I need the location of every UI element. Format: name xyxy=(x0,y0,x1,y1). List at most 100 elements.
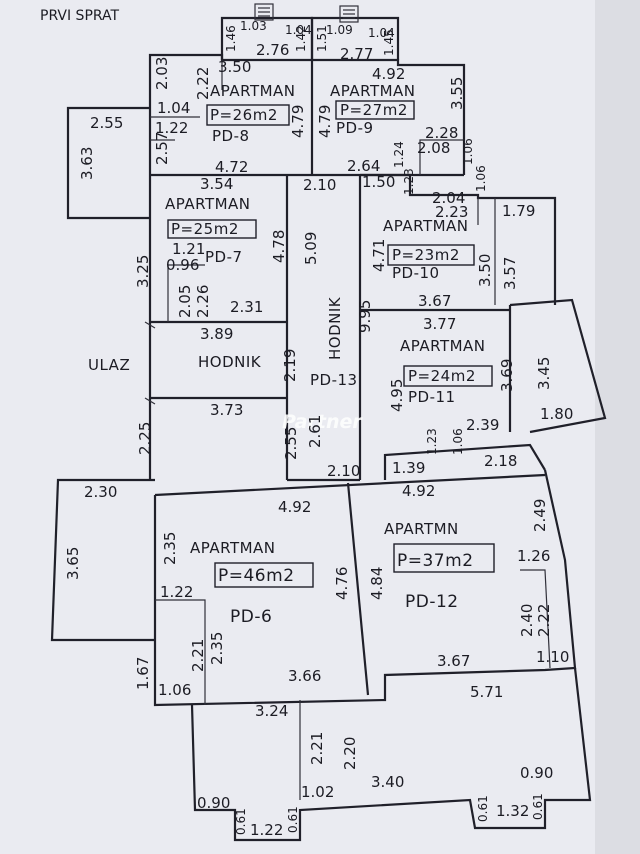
dim-label: 9.95 xyxy=(356,300,374,333)
area-pd8: P=26m2 xyxy=(210,106,278,124)
plan-title: PRVI SPRAT xyxy=(40,8,120,24)
area-box-pd9 xyxy=(335,100,415,120)
dim-label: 4.84 xyxy=(368,567,386,600)
room-label-pd12: APARTMN xyxy=(384,520,459,538)
dim-label: 2.49 xyxy=(531,499,549,532)
dim-label: 3.25 xyxy=(134,255,152,288)
room-label-pd6: APARTMAN xyxy=(190,539,276,557)
area-box-pd12 xyxy=(393,543,495,573)
dim-label: 1.22 xyxy=(160,583,193,601)
dim-label: 2.18 xyxy=(484,452,517,470)
dim-label: 1.04 xyxy=(368,26,395,40)
dim-label: 0.61 xyxy=(476,795,490,822)
area-pd12: P=37m2 xyxy=(397,551,474,571)
dim-label: 2.40 xyxy=(518,604,536,637)
dim-label: 4.72 xyxy=(215,158,248,176)
dim-label: 3.24 xyxy=(255,702,288,720)
area-pd7: P=25m2 xyxy=(171,220,239,238)
dim-label: 3.66 xyxy=(288,667,321,685)
dim-label: 1.22 xyxy=(155,119,188,137)
walls xyxy=(50,3,607,842)
dim-label: 1.04 xyxy=(285,23,312,37)
dim-label: 3.63 xyxy=(78,147,96,180)
dim-label: 2.10 xyxy=(327,462,360,480)
dim-label: 1.79 xyxy=(502,202,535,220)
dim-label: 1.42 xyxy=(294,25,308,52)
dim-label: 1.67 xyxy=(134,657,152,690)
dim-label: 4.78 xyxy=(270,230,288,263)
dim-label: 1.45 xyxy=(382,29,396,56)
entrance-marks xyxy=(144,321,156,405)
dim-label: 0.90 xyxy=(197,794,230,812)
dim-label: 2.30 xyxy=(84,483,117,501)
dim-label: 2.26 xyxy=(194,285,212,318)
dim-label: 2.23 xyxy=(435,203,468,221)
dim-label: 2.57 xyxy=(153,132,171,165)
dim-label: 5.71 xyxy=(470,683,503,701)
dim-label: 5.09 xyxy=(302,232,320,265)
dim-label: 3.69 xyxy=(498,359,516,392)
area-pd9: P=27m2 xyxy=(340,101,408,119)
area-pd10: P=23m2 xyxy=(392,246,460,264)
dim-label: 1.26 xyxy=(517,547,550,565)
dim-label: 2.28 xyxy=(425,124,458,142)
room-label-pd13: PD-13 xyxy=(310,371,358,389)
dim-label: 2.64 xyxy=(347,157,380,175)
dim-label: 1.80 xyxy=(540,405,573,423)
dim-label: 2.04 xyxy=(432,189,465,207)
code-pd11: PD-11 xyxy=(408,388,456,406)
room-label-pd8: APARTMAN xyxy=(210,82,296,100)
dim-label: 1.04 xyxy=(157,99,190,117)
dim-label: 2.22 xyxy=(535,604,553,637)
dim-label: 3.65 xyxy=(64,547,82,580)
room-label-pd9: APARTMAN xyxy=(330,82,416,100)
room-label-pd10: APARTMAN xyxy=(383,217,469,235)
dim-label: 1.22 xyxy=(250,821,283,839)
dim-label: 2.25 xyxy=(136,422,154,455)
dim-label: 1.06 xyxy=(474,165,488,192)
room-label-pd7: APARTMAN xyxy=(165,195,251,213)
dim-label: 2.19 xyxy=(281,349,299,382)
dim-label: 1.09 xyxy=(326,23,353,37)
dim-label: 3.55 xyxy=(448,77,466,110)
dim-label: 3.40 xyxy=(371,773,404,791)
dim-label: 2.22 xyxy=(194,67,212,100)
dimensions: 1.03 1.04 1.46 1.42 2.76 1.09 1.04 1.51 … xyxy=(64,19,573,839)
dim-label: 2.08 xyxy=(417,139,450,157)
code-pd8: PD-8 xyxy=(212,127,250,145)
dim-label: 1.21 xyxy=(172,240,205,258)
dim-label: 2.39 xyxy=(466,416,499,434)
room-label-hodnik-center: HODNIK xyxy=(326,296,344,360)
dim-label: 2.35 xyxy=(208,632,226,665)
watermark: Partner xyxy=(282,411,363,433)
dim-label: 2.35 xyxy=(161,532,179,565)
room-labels: APARTMAN P=26m2 PD-8 APARTMAN P=27m2 PD-… xyxy=(88,82,495,627)
dim-label: 2.10 xyxy=(303,176,336,194)
dim-label: 3.50 xyxy=(476,254,494,287)
dim-label: 3.50 xyxy=(218,58,251,76)
code-pd7: PD-7 xyxy=(205,248,243,266)
area-pd11: P=24m2 xyxy=(408,367,476,385)
dim-label: 1.10 xyxy=(536,648,569,666)
dim-label: 2.21 xyxy=(308,732,326,765)
dim-label: 4.92 xyxy=(278,498,311,516)
dim-label: 1.02 xyxy=(301,783,334,801)
area-box-pd7 xyxy=(167,219,257,239)
dim-label: 1.46 xyxy=(224,25,238,52)
dim-label: 1.23 xyxy=(402,168,416,195)
dim-label: 2.03 xyxy=(153,57,171,90)
dim-label: 3.89 xyxy=(200,325,233,343)
area-box-pd8 xyxy=(206,104,290,126)
dim-label: 0.61 xyxy=(531,793,545,820)
room-label-ulaz: ULAZ xyxy=(88,356,130,374)
dim-label: 1.32 xyxy=(496,802,529,820)
dim-label: 3.57 xyxy=(501,257,519,290)
dim-label: 1.23 xyxy=(425,428,439,455)
dim-label: 3.67 xyxy=(418,292,451,310)
dim-label: 4.95 xyxy=(388,379,406,412)
code-pd9: PD-9 xyxy=(336,119,374,137)
dim-label: 1.03 xyxy=(240,19,267,33)
dim-label: 0.61 xyxy=(234,808,248,835)
